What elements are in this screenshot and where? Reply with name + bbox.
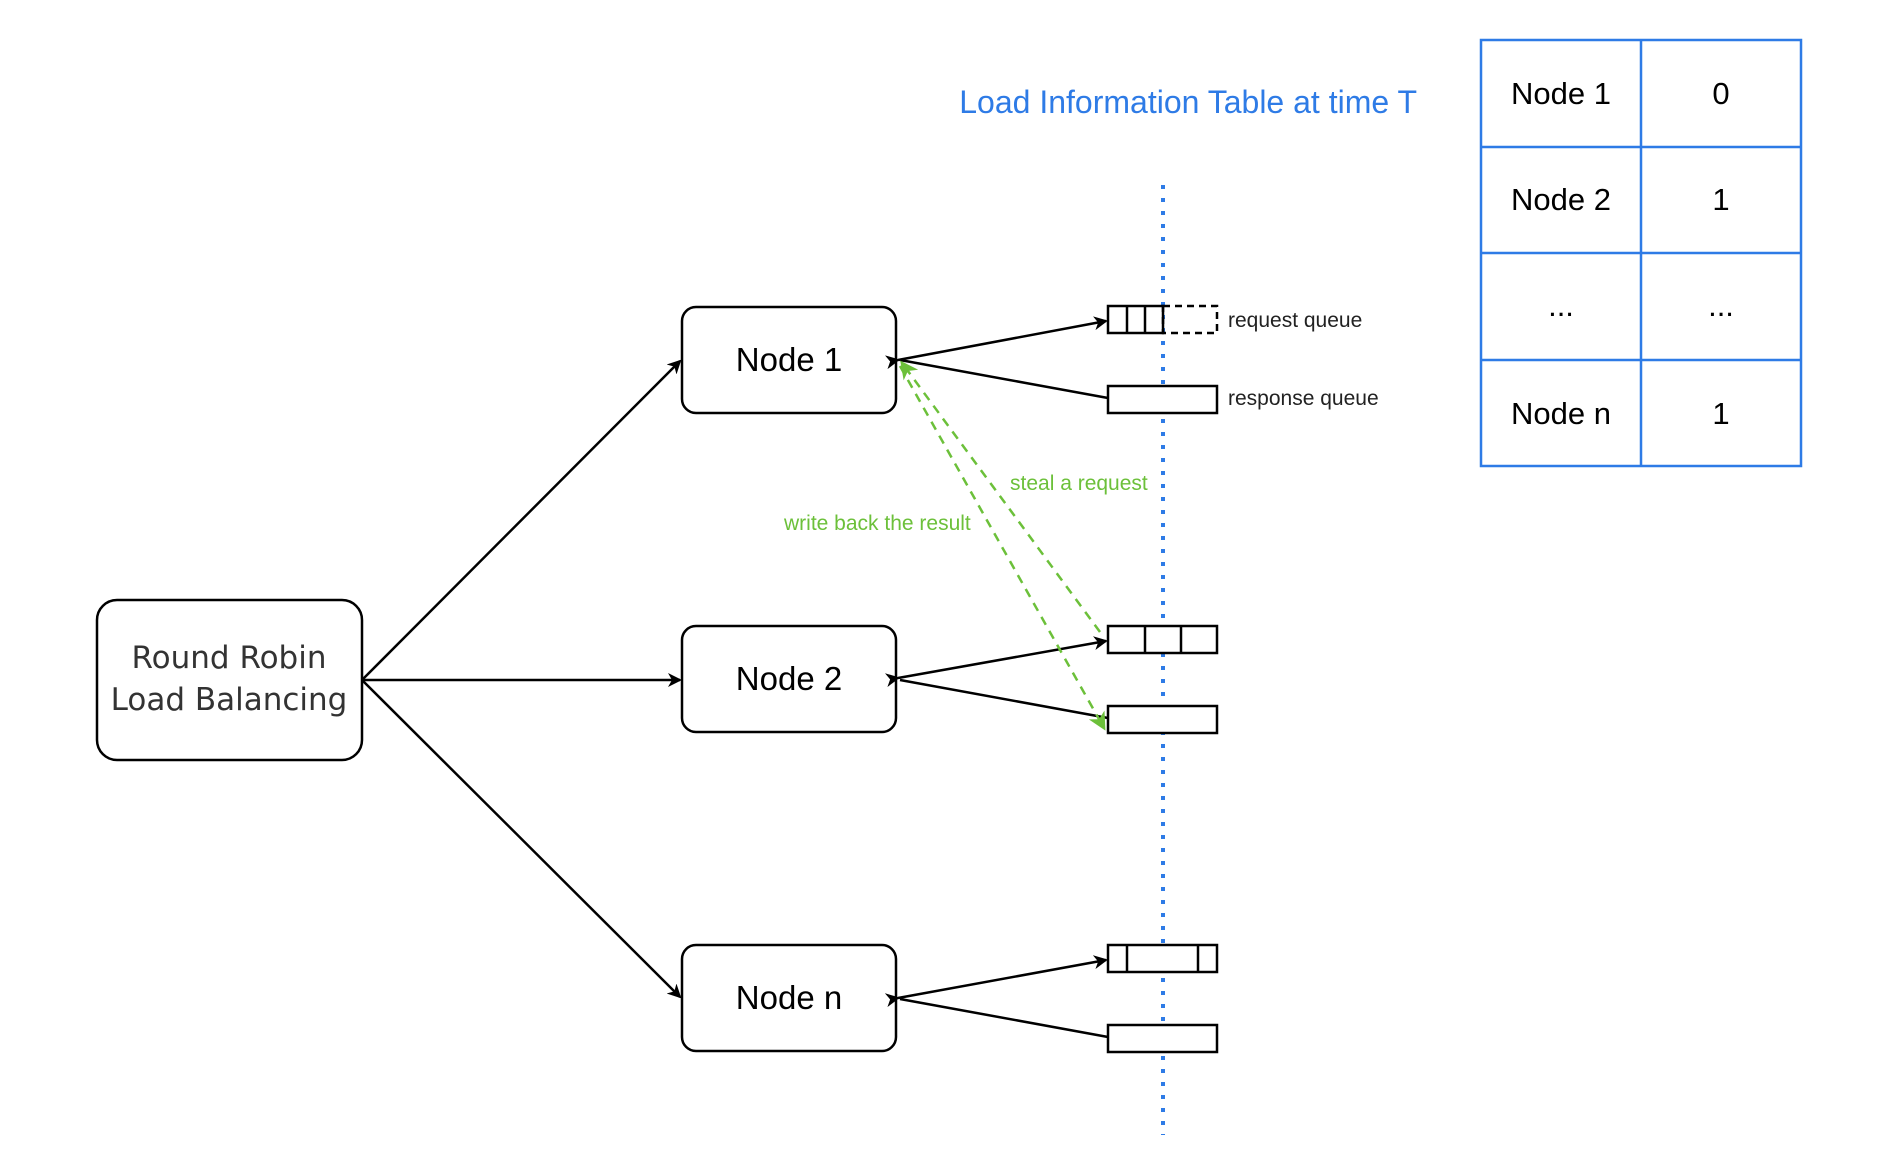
request-queue-label: request queue (1228, 309, 1362, 332)
steal-request-label: steal a request (1010, 472, 1148, 495)
steal-request-arrow (900, 360, 1102, 633)
load-table: Node 1 0 Node 2 1 ... ... Node n 1 (1479, 38, 1803, 468)
response-queue-label: response queue (1228, 387, 1379, 410)
node-2-request-queue (1106, 624, 1219, 655)
dispatch-arrow-node-1 (361, 359, 682, 681)
node-1-response-queue (1106, 384, 1219, 415)
node-2-request-queue-box (1106, 624, 1219, 655)
node-1-request-arrow (884, 316, 1108, 370)
node-2-response-arrow (899, 678, 1109, 720)
load-balancer-label-line2: Load Balancing (111, 682, 348, 718)
load-table-row-4-node: Node n (1511, 396, 1611, 431)
node-1-request-queue-empty-slot (1161, 304, 1219, 335)
node-1: Node 1 (680, 305, 898, 415)
node-n-request-arrow (884, 955, 1108, 1008)
load-table-row-4-load: 1 (1712, 396, 1729, 431)
load-balancer: Round Robin Load Balancing (95, 598, 364, 762)
load-balancer-label-line1: Round Robin (132, 640, 327, 676)
load-table-title: Load Information Table at time T (959, 84, 1417, 120)
node-2-label: Node 2 (736, 660, 842, 697)
load-table-row-2-node: Node 2 (1511, 182, 1611, 217)
load-table-row-1-node: Node 1 (1511, 76, 1611, 111)
write-back-arrow (898, 365, 1106, 731)
node-1-label: Node 1 (736, 341, 842, 378)
node-2-response-queue (1106, 704, 1219, 735)
node-n-request-queue-box (1106, 943, 1219, 974)
write-back-label: write back the result (783, 512, 971, 535)
node-n-label: Node n (736, 979, 842, 1016)
load-table-row-1-load: 0 (1712, 76, 1729, 111)
load-table-row-3-load: ... (1708, 288, 1734, 323)
node-1-request-queue-filled (1106, 304, 1165, 335)
load-table-row-3-node: ... (1548, 288, 1574, 323)
node-n-response-queue (1106, 1023, 1219, 1054)
load-table-row-2-load: 1 (1712, 182, 1729, 217)
dispatch-arrow-node-n (361, 679, 682, 999)
node-n-response-arrow (899, 997, 1109, 1039)
node-1-response-arrow (899, 358, 1109, 400)
node-2-request-arrow (884, 636, 1108, 687)
node-n: Node n (680, 943, 898, 1053)
node-2: Node 2 (680, 624, 898, 734)
node-1-request-queue (1106, 304, 1219, 335)
node-n-request-queue (1106, 943, 1219, 974)
load-balancer-box (95, 598, 364, 762)
